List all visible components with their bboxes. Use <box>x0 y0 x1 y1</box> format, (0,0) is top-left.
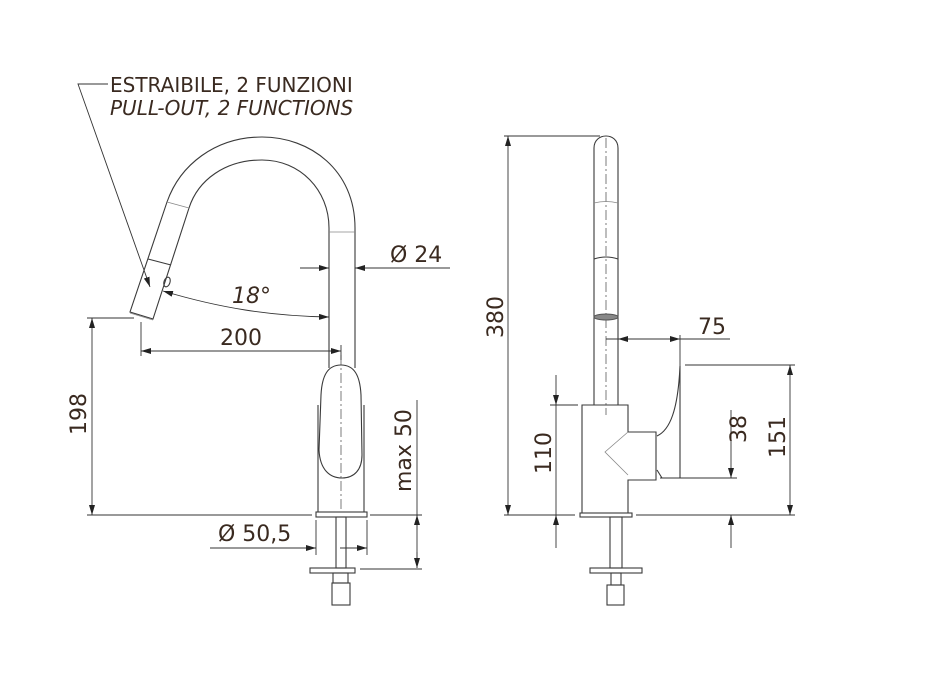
dim-base-diameter: Ø 50,5 <box>218 522 291 547</box>
aerator-ring <box>593 313 619 321</box>
dim-lever-height: 38 <box>727 415 752 443</box>
fixing-plate <box>309 567 356 574</box>
front-view-faucet: Ø 24 18° 200 198 Ø 50,5 max 50 <box>67 136 450 606</box>
base-plate-side <box>579 512 633 518</box>
body-outline <box>317 405 365 512</box>
dim-handle-height: 151 <box>766 416 791 458</box>
dim-spout-diameter: Ø 24 <box>390 243 442 268</box>
shaft-side <box>609 516 623 569</box>
dim-total-height: 380 <box>484 296 509 338</box>
spout-tube <box>593 135 619 405</box>
fixing-plate-side <box>589 567 643 574</box>
callout-text-italian: ESTRAIBILE, 2 FUNZIONI <box>110 73 353 97</box>
connector-side <box>606 584 625 606</box>
spout-band <box>147 258 172 266</box>
dim-angle: 18° <box>232 284 271 309</box>
dim-reach: 200 <box>220 326 262 351</box>
dim-handle-offset: 75 <box>698 315 726 340</box>
connector <box>331 582 351 606</box>
mounting-shaft <box>335 516 347 569</box>
side-view-faucet: 380 75 151 38 110 <box>484 135 795 606</box>
base-plate <box>315 511 368 518</box>
callout-text-english: PULL-OUT, 2 FUNCTIONS <box>110 96 354 120</box>
dim-max-thickness: max 50 <box>392 409 417 492</box>
pull-out-callout: ESTRAIBILE, 2 FUNZIONI PULL-OUT, 2 FUNCT… <box>77 73 354 288</box>
nut <box>332 572 349 584</box>
dim-spout-height: 198 <box>67 393 92 435</box>
dim-body-height: 110 <box>532 432 557 474</box>
spray-button-icon <box>163 276 171 288</box>
handle-lever <box>318 364 363 479</box>
handle-side <box>656 365 681 479</box>
body <box>581 404 657 514</box>
